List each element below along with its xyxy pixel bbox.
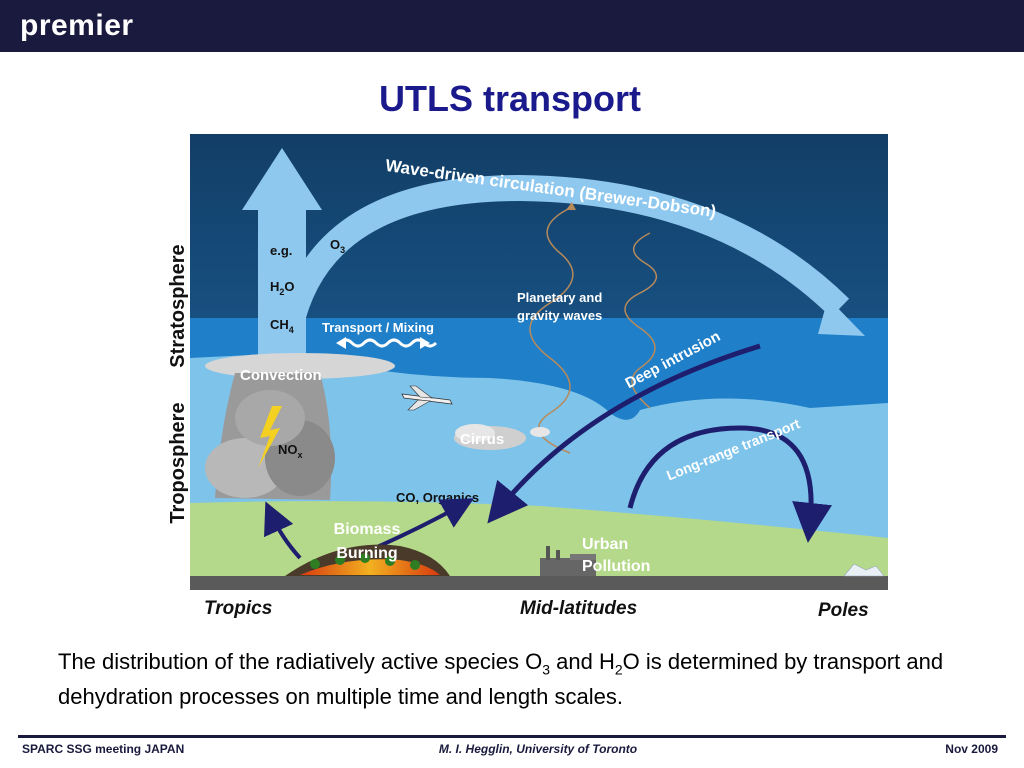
long-range-transport-arrow xyxy=(627,425,832,543)
h2o-o: O xyxy=(284,279,294,294)
poles-label: Poles xyxy=(818,600,869,621)
planetary-waves-label-line2: gravity waves xyxy=(517,308,602,323)
utls-transport-diagram: Stratosphere Troposphere Wave-driven cir… xyxy=(167,134,888,621)
slide-title: UTLS transport xyxy=(378,78,641,119)
h2o-sub: 2 xyxy=(279,287,284,297)
tropical-upwelling-arrow xyxy=(242,148,322,356)
o3-base: O xyxy=(330,237,340,252)
brand-logo-text: premier xyxy=(20,9,134,42)
biomass-burning xyxy=(285,544,450,576)
midlatitudes-label: Mid-latitudes xyxy=(520,598,637,619)
urban-pollution-factory xyxy=(540,546,596,576)
header-bar: premier xyxy=(0,0,1024,52)
footer-event: SPARC SSG meeting JAPAN xyxy=(22,742,185,756)
nox-sub: x xyxy=(298,450,303,460)
stratosphere-label: Stratosphere xyxy=(167,244,189,367)
transport-mixing-arrow xyxy=(336,337,438,349)
eg-label: e.g. xyxy=(270,243,292,258)
co-organics-arrow xyxy=(374,498,475,550)
biomass-label-line1: Biomass xyxy=(334,521,401,538)
urban-label-line1: Urban xyxy=(582,536,628,553)
footer-date: Nov 2009 xyxy=(945,742,998,756)
atmosphere-panel xyxy=(190,134,888,590)
cirrus-label: Cirrus xyxy=(460,431,504,448)
caption: The distribution of the radiatively acti… xyxy=(58,644,978,714)
caption-part3: O is determined by transport and dehydra… xyxy=(58,649,944,709)
planetary-waves-lines xyxy=(529,201,657,454)
deep-intrusion-arrow xyxy=(487,343,761,524)
aircraft-icon xyxy=(401,385,453,411)
brewer-dobson-arrow xyxy=(277,174,865,336)
troposphere-label: Troposphere xyxy=(167,402,189,523)
caption-sub1: 3 xyxy=(542,661,551,678)
o3-label: O3 xyxy=(330,237,345,255)
tropics-label: Tropics xyxy=(204,598,272,619)
footer-divider xyxy=(18,735,1006,738)
planetary-waves-label-line1: Planetary and xyxy=(517,290,602,305)
transport-mixing-label: Transport / Mixing xyxy=(322,320,434,335)
caption-sub2: 2 xyxy=(614,661,623,678)
ch4-label: CH4 xyxy=(270,317,294,335)
ch4-base: CH xyxy=(270,317,289,332)
nox-base: NO xyxy=(278,442,298,457)
updraft-arrow xyxy=(264,501,302,560)
caption-part2: and H xyxy=(550,649,615,674)
nox-label: NOx xyxy=(278,442,303,460)
cirrus-cloud xyxy=(454,424,550,450)
urban-label-line2: Pollution xyxy=(582,558,650,575)
convection-cloud xyxy=(205,353,395,500)
ch4-sub: 4 xyxy=(289,325,294,335)
o3-sub: 3 xyxy=(340,245,345,255)
caption-part1: The distribution of the radiatively acti… xyxy=(58,649,543,674)
h2o-label: H2O xyxy=(270,279,295,297)
footer-author: M. I. Hegglin, University of Toronto xyxy=(438,742,638,756)
biomass-label-line2: Burning xyxy=(336,545,397,562)
h2o-h: H xyxy=(270,279,279,294)
polar-ice xyxy=(843,563,885,577)
co-organics-label: CO, Organics xyxy=(396,490,479,505)
convection-label: Convection xyxy=(240,367,322,384)
